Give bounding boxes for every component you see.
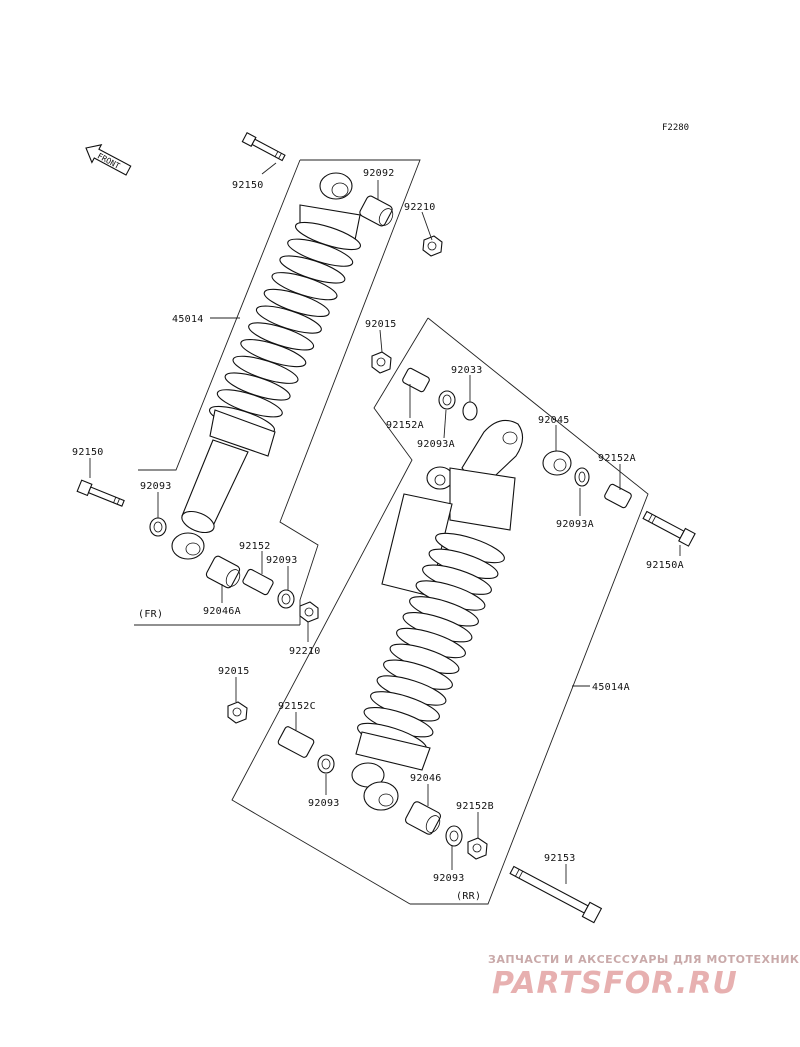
leader-lines [89, 162, 681, 884]
label-92093-left: 92093 [140, 481, 172, 492]
collar-92152 [242, 568, 274, 596]
front-shock-absorber [76, 132, 443, 626]
collar-92152A-left [402, 367, 430, 393]
label-92150A: 92150A [646, 560, 684, 571]
label-92092: 92092 [363, 168, 395, 179]
label-92046: 92046 [410, 773, 442, 784]
front-shock-bottom-eye [171, 532, 205, 560]
collar-92152C [277, 726, 315, 758]
front-arrow-icon: FRONT [85, 144, 132, 176]
figure-code: F2280 [662, 123, 689, 133]
label-92093A-right: 92093A [556, 519, 594, 530]
washer-92093-left [149, 517, 167, 537]
label-92093A-left: 92093A [417, 439, 455, 450]
nut-92152B [467, 837, 488, 860]
washer-92033 [462, 401, 478, 421]
bolt-92150A [642, 510, 696, 547]
nut-92015-bottom [227, 701, 248, 724]
label-rr: (RR) [456, 891, 481, 902]
nut-92210-bottom [299, 601, 319, 623]
bushing-92092 [359, 195, 394, 227]
label-92210-top: 92210 [404, 202, 436, 213]
front-shock-spring [208, 204, 362, 457]
nut-92015-top [371, 351, 392, 374]
washer-92093A-right [574, 467, 590, 487]
label-45014: 45014 [172, 314, 204, 325]
front-shock-top-eye [319, 172, 353, 200]
label-92093-mid: 92093 [266, 555, 298, 566]
label-92152A-right: 92152A [598, 453, 636, 464]
label-92152B: 92152B [456, 801, 494, 812]
label-92210-bottom: 92210 [289, 646, 321, 657]
washer-92093-low [317, 754, 335, 774]
rear-shock-top-eye [426, 466, 454, 490]
bushing-92045 [542, 450, 572, 476]
washer-92093A-left [438, 390, 456, 410]
label-92150-left: 92150 [72, 447, 104, 458]
label-92152A-left: 92152A [386, 420, 424, 431]
label-92046A: 92046A [203, 606, 241, 617]
washer-92093-mid [277, 589, 295, 609]
nut-92210-top [422, 235, 443, 257]
rear-shock-absorber [227, 317, 696, 924]
label-92015-bottom: 92015 [218, 666, 250, 677]
label-fr: (FR) [138, 609, 163, 620]
label-92033: 92033 [451, 365, 483, 376]
label-92152C: 92152C [278, 701, 316, 712]
label-92152: 92152 [239, 541, 271, 552]
label-92093-low: 92093 [308, 798, 340, 809]
label-92093-rr: 92093 [433, 873, 465, 884]
bushing-92046A [205, 555, 241, 589]
bolt-92153 [509, 865, 603, 924]
label-92153: 92153 [544, 853, 576, 864]
label-92150-top: 92150 [232, 180, 264, 191]
washer-92093-rr [445, 825, 463, 847]
bolt-92150-top [241, 132, 286, 162]
bushing-92046 [404, 801, 442, 835]
watermark-tagline: ЗАПЧАСТИ И АКСЕССУАРЫ ДЛЯ МОТОТЕХНИКИ [488, 953, 800, 966]
label-92015-top: 92015 [365, 319, 397, 330]
watermark-brand: PARTSFOR.RU [492, 966, 738, 1001]
label-45014A: 45014A [592, 682, 630, 693]
collar-92152A-right [604, 483, 632, 509]
label-92045: 92045 [538, 415, 570, 426]
bolt-92150-left [76, 479, 125, 507]
